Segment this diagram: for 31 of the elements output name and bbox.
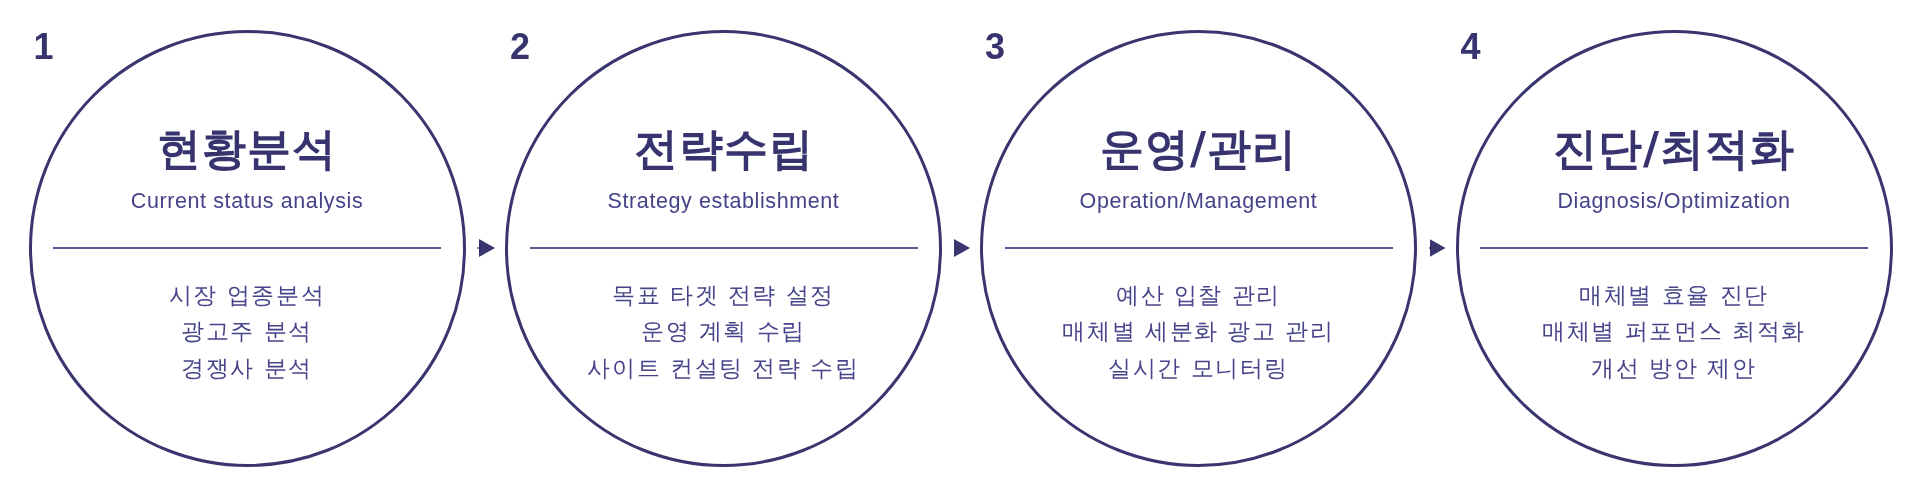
task-item: 운영 계획 수립 [640, 317, 807, 346]
step-number: 2 [510, 28, 531, 65]
task-item: 광고주 분석 [181, 317, 313, 346]
step-subtitle: Operation/Management [1079, 187, 1318, 214]
task-item: 경쟁사 분석 [181, 353, 313, 383]
step-subtitle: Strategy establishment [607, 187, 840, 214]
task-item: 목표 타겟 전략 설정 [611, 280, 836, 310]
step-subtitle: Diagnosis/Optimization [1557, 187, 1791, 214]
step-title: 운영/관리 [1099, 122, 1298, 175]
task-item: 시장 업종분석 [168, 280, 326, 310]
task-item: 매체별 세분화 광고 관리 [1062, 317, 1335, 346]
arrow [476, 239, 495, 257]
step-number: 1 [33, 28, 54, 65]
task-item: 매체별 퍼포먼스 최적화 [1542, 317, 1806, 346]
step-circle [28, 29, 466, 467]
step-circle [1455, 29, 1893, 467]
step-circle [980, 29, 1417, 467]
step-subtitle: Current status analysis [130, 187, 364, 214]
step-number: 3 [985, 28, 1006, 65]
arrow [953, 239, 970, 257]
task-item: 예산 입찰 관리 [1115, 280, 1282, 310]
step-circle [505, 29, 942, 467]
step-title: 진단/최적화 [1552, 122, 1796, 175]
task-item: 개선 방안 제안 [1591, 353, 1757, 383]
task-item: 매체별 효율 진단 [1579, 280, 1769, 310]
task-item: 실시간 모니터링 [1108, 353, 1289, 383]
task-item: 사이트 컨설팅 전략 수립 [587, 353, 860, 383]
arrow [1428, 239, 1446, 257]
step-title: 전략수립 [633, 122, 814, 175]
step-title: 현황분석 [157, 122, 337, 175]
step-number: 4 [1460, 28, 1481, 65]
